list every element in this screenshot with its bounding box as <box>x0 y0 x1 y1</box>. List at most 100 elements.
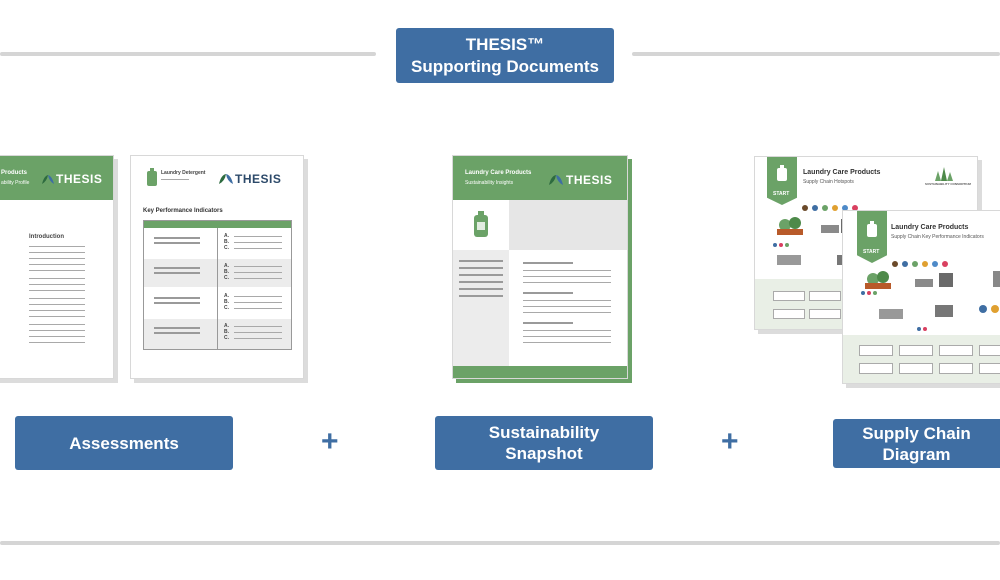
thesis-leaf-icon <box>549 173 563 185</box>
kpi-chip <box>859 345 893 356</box>
assessment-doc-back: Products ability Profile THESIS Introduc… <box>0 155 114 379</box>
text-line <box>29 310 85 311</box>
text-line <box>29 298 85 299</box>
kpi-row-line <box>154 267 200 269</box>
body-line <box>523 342 611 343</box>
option-a: A. <box>224 233 229 239</box>
option-line <box>234 242 282 243</box>
kpi-chip <box>979 345 1000 356</box>
supply-chain-illustration <box>859 269 1000 333</box>
option-c: C. <box>224 305 229 311</box>
option-line <box>234 338 282 339</box>
text-line <box>29 316 85 317</box>
option-line <box>234 236 282 237</box>
detergent-bottle-icon <box>867 221 877 237</box>
thesis-leaf-icon <box>42 172 54 184</box>
text-line <box>29 264 85 265</box>
kpi-chip <box>939 363 973 374</box>
diagram-front-footer <box>843 335 1000 383</box>
option-c: C. <box>224 335 229 341</box>
consortium-logo-icon <box>933 167 955 181</box>
option-line <box>234 272 282 273</box>
assessments-label: Assessments <box>15 416 233 470</box>
body-line <box>523 312 611 313</box>
text-line <box>29 270 85 271</box>
option-c: C. <box>224 245 229 251</box>
sidebar-line <box>459 267 503 269</box>
option-line <box>234 302 282 303</box>
plus-icon: + <box>321 425 339 458</box>
assessment-back-header: Products ability Profile THESIS <box>0 156 113 200</box>
kpi-options: A. B. C. <box>224 233 229 251</box>
option-c: C. <box>224 275 229 281</box>
text-line <box>29 330 85 331</box>
text-line <box>29 336 85 337</box>
kpi-options: A. B. C. <box>224 263 229 281</box>
text-line <box>29 304 85 305</box>
kpi-row-line <box>154 297 200 299</box>
text-line <box>29 252 85 253</box>
title-line-1: THESIS™ <box>465 34 545 54</box>
kpi-table: A. B. C. A. B. C. A. B. C. A. B. C. <box>143 220 292 350</box>
thesis-logo: THESIS <box>566 173 613 187</box>
assessment-product-name: Laundry Detergent <box>161 170 206 176</box>
sidebar-line <box>459 281 503 283</box>
body-line <box>523 336 611 337</box>
assessment-back-title: Products <box>1 170 28 176</box>
option-line <box>234 308 282 309</box>
text-line <box>29 324 85 325</box>
sidebar-line <box>459 295 503 297</box>
supply-chain-icons-row <box>801 199 861 211</box>
start-label: START <box>863 249 880 255</box>
diagram-label-line-2: Diagram <box>882 444 951 464</box>
body-line <box>523 282 611 283</box>
snapshot-header: Laundry Care Products Sustainability Ins… <box>453 156 627 200</box>
option-line <box>234 278 282 279</box>
supply-chain-icons-row <box>891 255 951 267</box>
option-line <box>234 296 282 297</box>
text-line <box>29 284 85 285</box>
kpi-options: A. B. C. <box>224 323 229 341</box>
body-line <box>523 276 611 277</box>
kpi-chip <box>899 345 933 356</box>
text-line <box>29 290 85 291</box>
kpi-chip <box>859 363 893 374</box>
assessment-back-subtitle: ability Profile <box>1 180 30 186</box>
section-heading-line <box>523 292 573 294</box>
option-line <box>234 248 282 249</box>
diagram-front-start-tab: START <box>857 211 887 263</box>
supply-chain-diagram-label: Supply Chain Diagram <box>833 419 1000 468</box>
text-line <box>29 246 85 247</box>
diagram-back-subtitle: Supply Chain Hotspots <box>803 179 854 185</box>
kpi-chip <box>939 345 973 356</box>
snapshot-title: Laundry Care Products <box>465 170 532 176</box>
assessments-label-text: Assessments <box>69 433 179 453</box>
kpi-chip <box>773 309 805 319</box>
snapshot-label-line-2: Snapshot <box>505 444 583 463</box>
assessment-doc-front: Laundry Detergent THESIS Key Performance… <box>130 155 304 379</box>
text-line <box>29 258 85 259</box>
section-heading-line <box>523 262 573 264</box>
option-a: A. <box>224 323 229 329</box>
kpi-row-line <box>154 272 200 274</box>
kpi-chip <box>809 291 841 301</box>
diagram-back-start-tab: START <box>767 157 797 205</box>
snapshot-subtitle: Sustainability Insights <box>465 180 514 186</box>
option-line <box>234 326 282 327</box>
detergent-bottle-icon <box>777 165 787 181</box>
plus-icon: + <box>721 425 739 458</box>
snapshot-doc: Laundry Care Products Sustainability Ins… <box>452 155 628 379</box>
body-line <box>523 300 611 301</box>
kpi-heading: Key Performance Indicators <box>143 208 223 214</box>
text-line <box>29 278 85 279</box>
detergent-bottle-icon <box>474 211 488 237</box>
kpi-chip <box>899 363 933 374</box>
body-line <box>523 306 611 307</box>
sustainability-snapshot-label: Sustainability Snapshot <box>435 416 653 470</box>
kpi-options: A. B. C. <box>224 293 229 311</box>
option-line <box>234 332 282 333</box>
assessment-back-section: Introduction <box>29 234 64 240</box>
bottom-rule <box>0 541 1000 545</box>
top-right-rule <box>632 52 1000 56</box>
kpi-chip <box>979 363 1000 374</box>
